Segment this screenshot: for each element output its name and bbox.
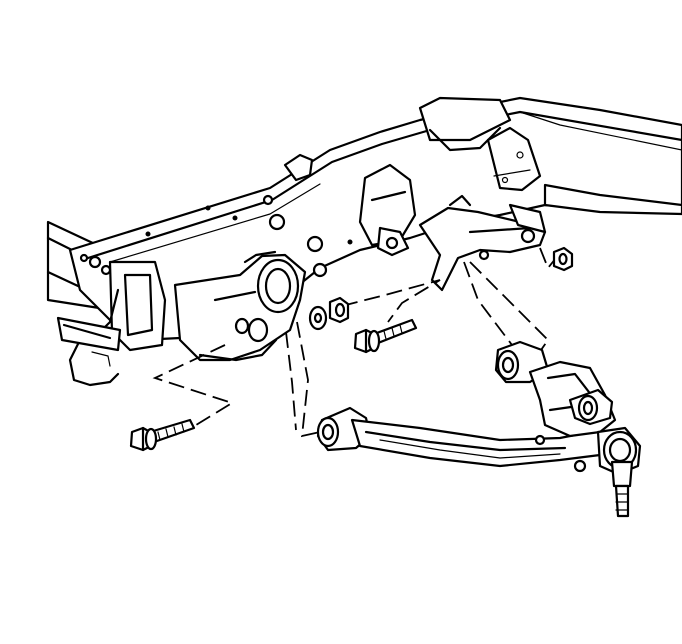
frame-rail: [46, 96, 682, 387]
rear-nut: [552, 246, 574, 272]
front-pivot-bolt: [129, 418, 196, 452]
rear-pivot-bolt: [353, 318, 418, 354]
ball-joint: [610, 460, 634, 518]
washer: [308, 305, 328, 331]
cam-nut: [328, 296, 350, 324]
lower-control-arm: [316, 340, 642, 476]
